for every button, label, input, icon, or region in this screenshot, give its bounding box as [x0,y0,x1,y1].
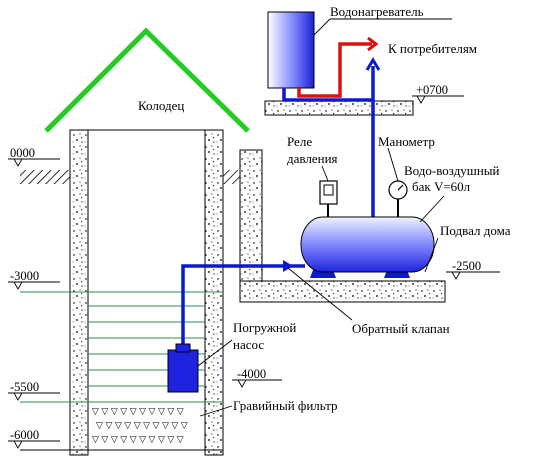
label-relay-line1: Реле [287,134,312,149]
label-pump-line1: Погружной [233,320,296,335]
leader-lines [197,18,452,417]
label-relay-line2: давления [287,151,338,166]
level-markers [8,95,500,449]
submersible-pump [167,349,199,393]
label-manometer: Манометр [378,134,435,149]
cold-pipe-arrow-icon [365,57,381,71]
check-valve-icon [283,260,293,272]
ground-hatch-right [222,170,240,184]
label-basement: Подвал дома [440,223,511,238]
svg-text:▽ ▽ ▽ ▽ ▽ ▽ ▽ ▽ ▽ ▽: ▽ ▽ ▽ ▽ ▽ ▽ ▽ ▽ ▽ ▽ [92,434,184,444]
pressure-tank [300,216,435,273]
roof-outline [44,27,250,133]
level-minus-2500: -2500 [452,259,481,273]
pump-supply-pipe [181,264,305,352]
svg-text:▽ ▽ ▽ ▽ ▽ ▽ ▽ ▽ ▽ ▽: ▽ ▽ ▽ ▽ ▽ ▽ ▽ ▽ ▽ ▽ [92,406,184,416]
house-foundation-wall [239,149,263,301]
hot-pipe-arrow-icon [367,36,379,52]
cold-water-riser [282,66,375,102]
ground-hatch-left [20,170,70,184]
level-minus-5500: -5500 [10,380,39,394]
level-0000: 0000 [10,146,35,160]
pressure-relay-icon [319,180,338,205]
water-heater [267,11,315,89]
basement-floor [239,280,446,303]
upper-floor-slab [264,100,414,116]
level-minus-4000: -4000 [237,367,266,381]
gravel-filter: ▽ ▽ ▽ ▽ ▽ ▽ ▽ ▽ ▽ ▽ ▽ ▽ ▽ ▽ ▽ ▽ ▽ ▽ ▽ ▽ … [92,406,188,444]
label-gravel-filter: Гравийный фильтр [233,398,338,413]
svg-text:▽ ▽ ▽ ▽ ▽ ▽ ▽ ▽ ▽ ▽: ▽ ▽ ▽ ▽ ▽ ▽ ▽ ▽ ▽ ▽ [96,420,188,430]
level-plus-0700: +0700 [416,83,448,97]
hot-water-pipe [297,42,372,98]
level-minus-6000: -6000 [10,428,39,442]
label-heater: Водонагреватель [330,4,424,19]
label-consumers: К потребителям [388,41,477,56]
label-check-valve: Обратный клапан [352,321,450,336]
label-tank-line1: Водо-воздушный [404,163,500,178]
label-pump-line2: насос [233,337,264,352]
label-well: Колодец [138,98,184,113]
label-tank-line2: бак V=60л [412,179,471,194]
level-minus-3000: -3000 [10,269,39,283]
relay-window [323,184,334,196]
manometer-needle [397,184,404,191]
pump-head [175,343,191,353]
